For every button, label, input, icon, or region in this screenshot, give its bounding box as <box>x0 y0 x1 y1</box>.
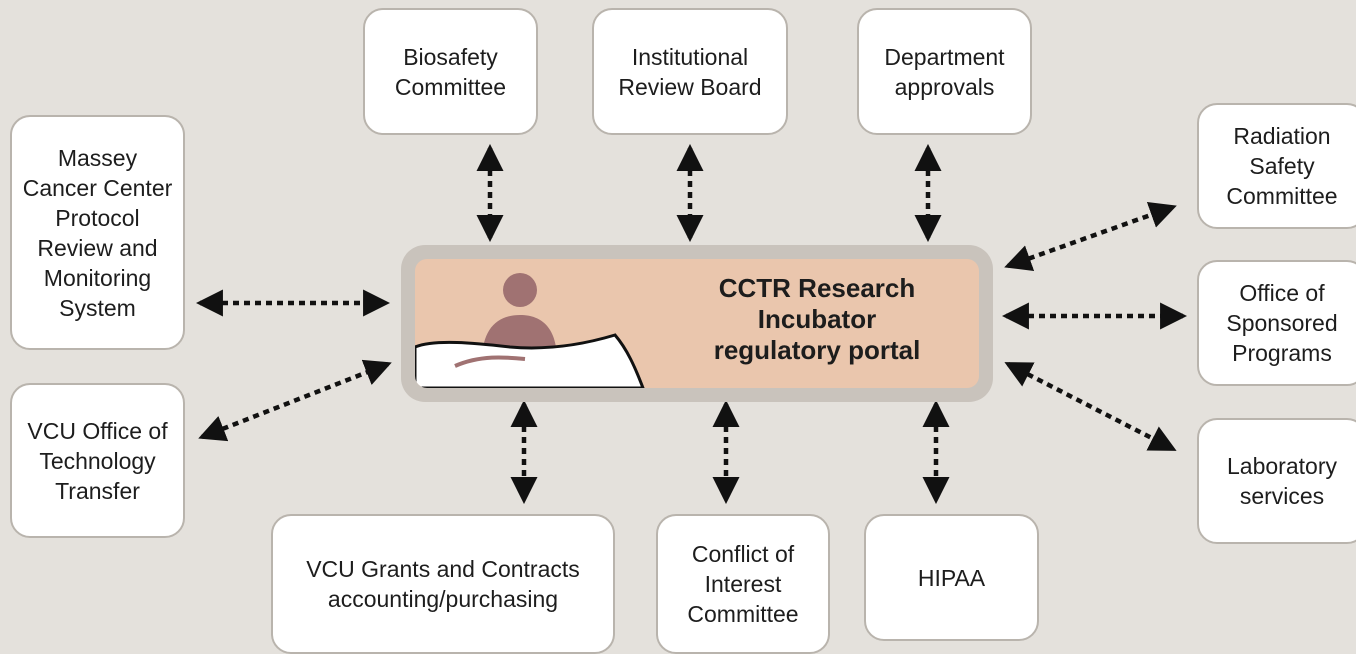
conflict-of-interest-committee-box: Conflict of Interest Committee <box>656 514 830 654</box>
portal-title: CCTR Research Incubator regulatory porta… <box>713 273 921 365</box>
hipaa-box: HIPAA <box>864 514 1039 641</box>
institutional-review-board-box: Institutional Review Board <box>592 8 788 135</box>
massey-cancer-center-box: Massey Cancer Center Protocol Review and… <box>10 115 185 350</box>
vcu-grants-and-contracts-box: VCU Grants and Contracts accounting/purc… <box>271 514 615 654</box>
office-of-sponsored-programs-box: Office of Sponsored Programs <box>1197 260 1356 386</box>
laboratory-services-box: Laboratory services <box>1197 418 1356 544</box>
portal-hub: CCTR Research Incubator regulatory porta… <box>415 259 979 388</box>
person-at-desk-icon <box>415 273 645 388</box>
biosafety-committee-box: Biosafety Committee <box>363 8 538 135</box>
radiation-safety-committee-box: Radiation Safety Committee <box>1197 103 1356 229</box>
arrow-tech-transfer <box>198 359 392 442</box>
arrow-radiation <box>1004 202 1177 271</box>
department-approvals-box: Department approvals <box>857 8 1032 135</box>
vcu-technology-transfer-box: VCU Office of Technology Transfer <box>10 383 185 538</box>
arrow-laboratory <box>1004 361 1177 452</box>
